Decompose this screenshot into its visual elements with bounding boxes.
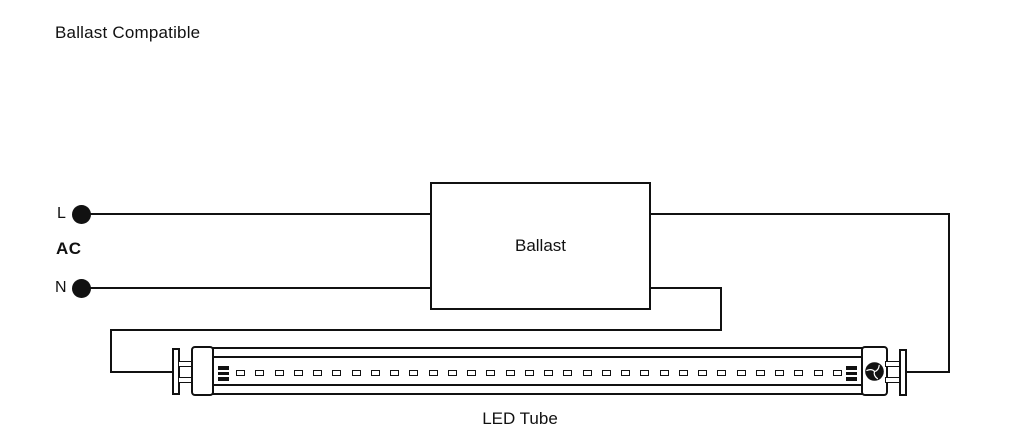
tube-right-end-cap (861, 346, 888, 396)
led-chip (640, 370, 650, 376)
contact-bar (218, 366, 229, 370)
tube-inner-line-top (214, 356, 862, 358)
led-chip (659, 370, 669, 376)
wire-live-to-right-pin (906, 371, 950, 373)
led-chip (486, 370, 496, 376)
led-chip (351, 370, 361, 376)
wire-neutral-across (110, 329, 722, 331)
wire-neutral-from-ballast (651, 287, 722, 289)
led-chip (582, 370, 592, 376)
contact-bar (846, 377, 857, 381)
led-chip (736, 370, 746, 376)
wire-neutral-to-left-pin (110, 371, 174, 373)
led-chip (409, 370, 419, 376)
live-terminal-dot (72, 205, 91, 224)
led-chip (370, 370, 380, 376)
led-tube-label: LED Tube (482, 409, 558, 428)
led-chip (274, 370, 284, 376)
wire-neutral-to-ballast (88, 287, 430, 289)
led-chip (332, 370, 342, 376)
live-terminal-label: L (57, 205, 66, 222)
ac-source-label: AC (56, 239, 82, 258)
led-chip (313, 370, 322, 376)
led-chip (832, 370, 842, 376)
led-chip (236, 370, 245, 376)
led-chip (678, 370, 688, 376)
wire-neutral-down (720, 287, 722, 331)
contact-bar (218, 377, 229, 381)
tube-left-end-cap (191, 346, 214, 396)
left-pin-plate (172, 348, 180, 395)
ballast-box: Ballast (430, 182, 651, 310)
contact-bar (846, 371, 857, 375)
led-chip (467, 370, 476, 376)
right-pin-plate (899, 349, 907, 396)
led-chip (601, 370, 611, 376)
led-chip (544, 370, 553, 376)
led-chip (813, 370, 823, 376)
led-chip (428, 370, 438, 376)
led-chip (524, 370, 534, 376)
led-chip (563, 370, 573, 376)
led-chip (794, 370, 804, 376)
led-chip (447, 370, 457, 376)
led-chip (390, 370, 399, 376)
led-chip (755, 370, 765, 376)
led-chip (698, 370, 707, 376)
wire-live-down-right (948, 213, 950, 373)
led-chip (293, 370, 303, 376)
contact-bar (218, 371, 229, 375)
wire-live-from-ballast (651, 213, 950, 215)
led-chip (775, 370, 784, 376)
brand-swirl-logo-icon (865, 361, 884, 381)
led-chip (255, 370, 265, 376)
neutral-terminal-dot (72, 279, 91, 298)
left-contact-bars (218, 366, 229, 381)
neutral-terminal-label: N (55, 279, 67, 296)
wire-live-to-ballast (88, 213, 430, 215)
contact-bar (846, 366, 857, 370)
wire-neutral-down-left (110, 329, 112, 373)
led-chip (505, 370, 515, 376)
diagram-title: Ballast Compatible (55, 23, 201, 42)
led-chip-row (236, 370, 842, 376)
ballast-label: Ballast (514, 236, 567, 255)
tube-inner-line-bottom (214, 384, 862, 386)
led-chip (717, 370, 727, 376)
led-chip (621, 370, 630, 376)
right-contact-bars (846, 366, 857, 381)
